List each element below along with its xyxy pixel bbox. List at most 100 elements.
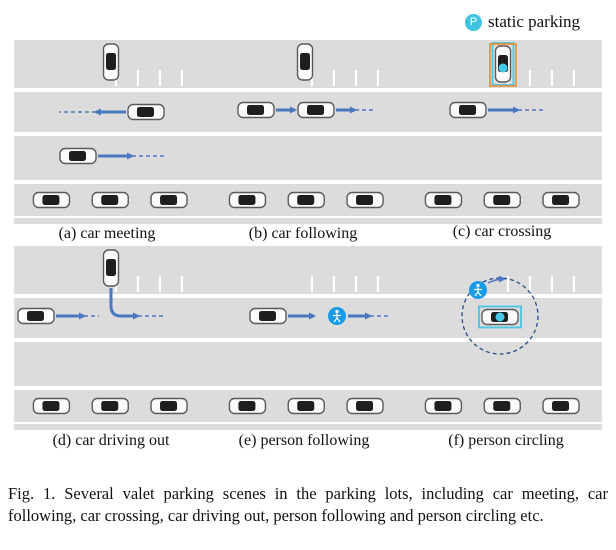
car-cabin — [493, 195, 511, 205]
driving-lane — [210, 342, 406, 386]
driving-lane — [210, 298, 406, 338]
panel-label-a: (a) car meeting — [58, 225, 156, 242]
car-cabin — [307, 105, 324, 115]
car-cabin — [434, 401, 452, 411]
legend-label: static parking — [488, 12, 581, 31]
circling-arrow — [487, 275, 506, 284]
pedestrian-head — [476, 283, 480, 288]
driving-lane — [14, 342, 210, 386]
driving-lane — [406, 342, 602, 386]
car-cabin — [552, 195, 570, 205]
car-icon — [150, 191, 188, 209]
pedestrian-icon — [328, 307, 346, 325]
parking-lot-panel — [406, 246, 602, 430]
car-cabin — [42, 401, 60, 411]
panel-label-c: (c) car crossing — [452, 223, 552, 240]
car-cabin — [101, 195, 119, 205]
highlight-box — [478, 305, 522, 329]
parking-marker — [495, 312, 505, 322]
car-icon — [424, 191, 463, 209]
car-cabin — [247, 105, 264, 115]
car-cabin — [160, 401, 178, 411]
panel-label-f: (f) person circling — [448, 432, 564, 449]
parking-scenes-illustration — [14, 40, 602, 430]
curb-strip — [210, 424, 406, 430]
car-cabin — [69, 151, 86, 161]
curb-strip — [406, 424, 602, 430]
driving-lane — [14, 136, 210, 180]
car-cabin — [493, 401, 511, 411]
curb-strip — [14, 424, 210, 430]
car-icon — [91, 397, 129, 415]
parking-marker — [498, 63, 508, 73]
parking-lot-panel — [14, 40, 210, 224]
car-cabin — [160, 195, 178, 205]
stall-row — [406, 246, 602, 294]
car-cabin — [459, 105, 476, 115]
parking-lot-panel — [406, 40, 602, 224]
curb-strip — [406, 218, 602, 224]
car-cabin — [27, 311, 44, 321]
car-icon — [542, 191, 580, 209]
car-icon — [91, 191, 129, 209]
pedestrian-icon — [469, 281, 487, 299]
car-icon — [424, 397, 463, 415]
curb-strip — [210, 218, 406, 224]
car-icon — [127, 103, 165, 121]
car-cabin — [106, 53, 116, 70]
car-icon — [32, 397, 71, 415]
car-icon — [17, 307, 55, 325]
car-icon — [287, 191, 325, 209]
car-icon — [102, 249, 120, 287]
car-icon — [32, 191, 71, 209]
stall-row — [210, 246, 406, 294]
car-icon — [59, 147, 97, 165]
parking-lot-panel — [210, 246, 406, 430]
car-cabin — [552, 401, 570, 411]
drive-out-arrow — [109, 288, 140, 320]
car-icon — [228, 191, 267, 209]
car-icon — [296, 43, 314, 81]
car-cabin — [238, 401, 256, 411]
car-icon — [483, 191, 521, 209]
car-cabin — [297, 401, 315, 411]
car-cabin — [101, 401, 119, 411]
car-icon — [102, 43, 120, 81]
car-cabin — [300, 53, 310, 70]
pedestrian-figure — [474, 287, 482, 297]
car-icon — [150, 397, 188, 415]
car-icon — [287, 397, 325, 415]
car-icon — [346, 397, 384, 415]
crossing-highlight-box — [489, 43, 517, 87]
figure: P static parking (a) car meeting (b) car… — [14, 12, 602, 449]
pedestrian-figure — [333, 313, 341, 323]
car-cabin — [238, 195, 256, 205]
parking-lot-panel — [14, 246, 210, 430]
car-cabin — [106, 259, 116, 276]
car-icon — [297, 101, 335, 119]
car-cabin — [297, 195, 315, 205]
car-icon — [346, 191, 384, 209]
driving-lane — [406, 136, 602, 180]
driving-lane — [406, 92, 602, 132]
parking-lot-panel — [210, 40, 406, 224]
car-cabin — [356, 195, 374, 205]
car-cabin — [42, 195, 60, 205]
pedestrian-head — [335, 309, 339, 314]
panel-label-e: (e) person following — [238, 432, 370, 449]
panel-label-d: (d) car driving out — [52, 432, 170, 449]
highlighted-car-icon — [478, 305, 522, 329]
car-icon — [228, 397, 267, 415]
car-cabin — [137, 107, 154, 117]
car-icon — [542, 397, 580, 415]
car-icon — [237, 101, 275, 119]
car-icon — [249, 307, 287, 325]
car-cabin — [259, 311, 276, 321]
parking-badge-icon: P — [465, 14, 482, 31]
highlight-box — [491, 42, 515, 86]
car-icon — [449, 101, 487, 119]
curb-strip — [14, 218, 210, 224]
highlighted-car-icon — [491, 42, 515, 86]
driving-lane — [210, 136, 406, 180]
figure-caption: Fig. 1. Several valet parking scenes in … — [8, 484, 608, 525]
